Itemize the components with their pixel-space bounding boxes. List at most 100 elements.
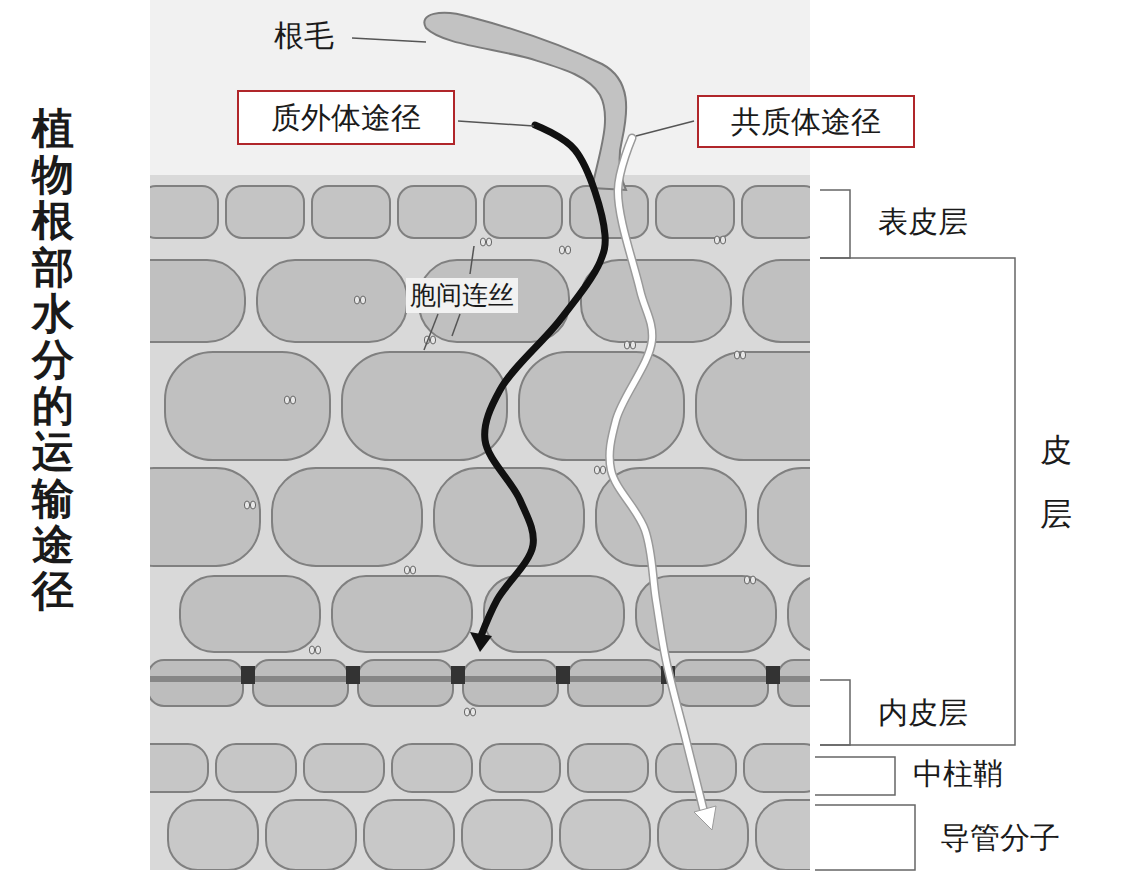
part-label: 皮层 [1040,418,1072,546]
plant-cell [480,744,560,792]
plant-cell [560,800,650,870]
plant-cell [358,660,453,706]
plant-cell [568,744,648,792]
symplast-path [610,138,704,812]
plasmodesma [244,501,249,509]
plasmodesma [315,646,320,654]
plant-cell [312,186,390,238]
plasmodesma [734,351,739,359]
plasmodesma [630,341,635,349]
plasmodesma [290,396,295,404]
pathway-box: 共质体途径 [697,95,915,148]
casparian-strip [241,666,255,684]
leader-line [424,314,438,350]
part-label: 根毛 [274,18,334,54]
plant-cell [742,186,810,238]
plant-cell [398,186,476,238]
plasmodesma [284,396,289,404]
plant-cell [332,576,472,652]
plasmodesma [430,336,435,344]
plant-cell [519,352,684,460]
casparian-strip [451,666,465,684]
plant-cell [150,468,260,566]
leader-line [470,246,474,274]
plant-cell [570,186,648,238]
plasmodesma [559,246,564,254]
plasmodesma [750,576,755,584]
casparian-strip [766,666,780,684]
plasmodesma [354,296,359,304]
apoplast-path [481,125,605,636]
casparian-strip [346,666,360,684]
vertical-title: 植物根部水分的运输途径 [32,106,74,614]
plant-cell [484,186,562,238]
bracket [815,805,915,870]
plant-cell [364,800,454,870]
plant-cell [778,660,810,706]
plasmodesma [410,566,415,574]
plant-cell [150,660,243,706]
plant-cell [392,744,472,792]
bracket [815,757,895,795]
plant-cell [696,352,810,460]
arrowhead [470,632,492,652]
pathway-box: 质外体途径 [237,90,455,145]
plant-cell [788,576,810,652]
leader-line [452,314,460,336]
plant-cell [463,660,558,706]
plant-cell [304,744,384,792]
cell-group [150,186,810,870]
plasmodesma [714,236,719,244]
transport-paths [470,125,716,830]
plasmodesma [486,238,491,246]
plasmodesma [594,466,599,474]
plasmodesma [624,341,629,349]
pathway-name: 质外体途径 [271,100,421,136]
casparian-strip [556,666,570,684]
plasmodesma [360,296,365,304]
plant-cell [226,186,304,238]
leader-line [636,121,694,136]
plasmodesma [404,566,409,574]
plasmodesmata [244,236,755,716]
plasmodesma [250,501,255,509]
plasmodesma [744,576,749,584]
bracket [820,190,850,258]
plant-cell [253,660,348,706]
bracket [820,258,1015,745]
part-label: 表皮层 [878,204,968,240]
plasmodesma [464,708,469,716]
part-label: 胞间连丝 [406,278,518,313]
part-label: 中柱鞘 [913,756,1003,792]
plant-cell [658,800,748,870]
plant-cell [758,468,810,566]
plasmodesma [480,238,485,246]
plasmodesma [720,236,725,244]
plant-cell [168,800,258,870]
plasmodesma [600,466,605,474]
plant-cell [150,186,218,238]
plant-cell [743,260,810,342]
part-label: 内皮层 [878,695,968,731]
plant-cell [673,660,768,706]
leader-lines [352,38,694,350]
plasmodesma [740,351,745,359]
plant-cell [272,468,422,566]
plant-cell [744,744,810,792]
plant-cell [656,186,734,238]
part-label: 导管分子 [940,820,1060,856]
plant-cell [266,800,356,870]
plasmodesma [309,646,314,654]
leader-line [458,121,534,126]
plant-cell [462,800,552,870]
plant-cell [165,352,330,460]
plant-cell [756,800,810,870]
bracket [820,680,850,745]
plant-cell [150,744,208,792]
plant-cell [216,744,296,792]
plant-cell [568,660,663,706]
leader-line [352,38,426,42]
plasmodesma [565,246,570,254]
